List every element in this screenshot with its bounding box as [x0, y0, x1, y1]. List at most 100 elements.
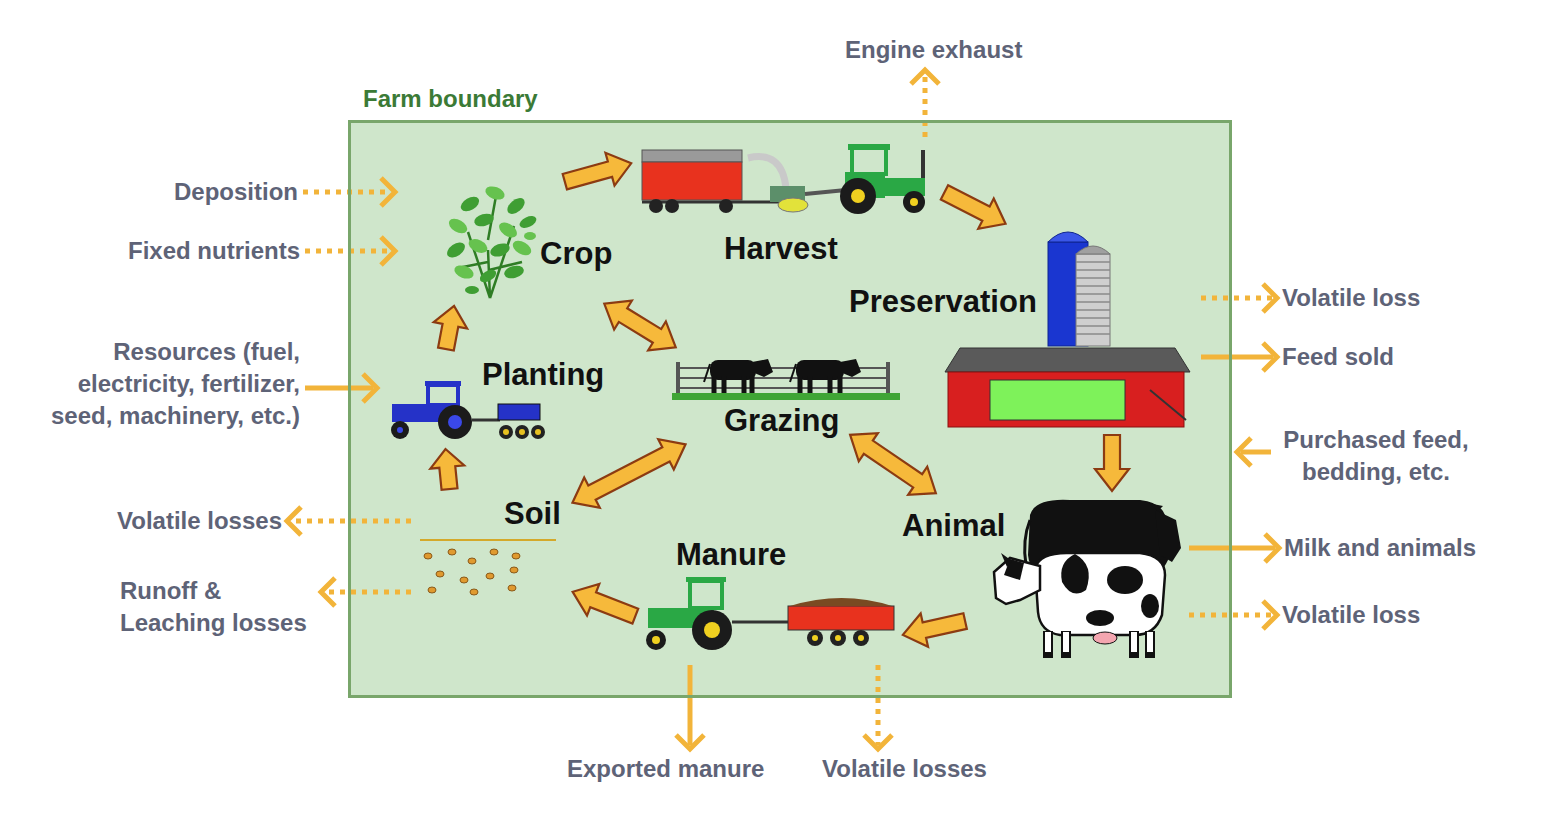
output-label: Exported manure	[567, 754, 764, 784]
output-label: Feed sold	[1282, 342, 1394, 372]
cow-body	[796, 360, 844, 380]
pasture	[672, 359, 900, 400]
wheel	[692, 610, 732, 650]
barn-roof	[945, 348, 1190, 372]
block-arrow	[563, 153, 631, 190]
block-arrow	[604, 301, 675, 351]
animal-stage-text: Animal	[902, 508, 1005, 544]
output-label-text: Volatile losses	[117, 506, 282, 536]
wheel-hub	[397, 427, 403, 433]
dotted-shaft	[876, 665, 881, 745]
flow-arrow	[1095, 435, 1129, 491]
hitch	[805, 190, 846, 194]
soil-particle	[470, 589, 478, 595]
wheel-hub	[858, 635, 864, 641]
barn-opening	[990, 380, 1125, 420]
block-arrow	[850, 433, 936, 495]
leaf	[496, 219, 519, 240]
manure-stage-text: Manure	[676, 537, 786, 573]
manure-load	[790, 598, 892, 606]
soil-particle	[424, 553, 432, 559]
holstein-head	[994, 558, 1040, 604]
exhaust-pipe	[921, 150, 925, 178]
input-label: Fixed nutrients	[128, 236, 300, 266]
crop-plant	[444, 184, 538, 298]
holstein-ear	[1001, 553, 1012, 567]
flow-arrow	[604, 301, 675, 351]
grey-silo	[1076, 254, 1110, 346]
block-arrow	[434, 306, 467, 351]
leaf	[466, 236, 489, 255]
dotted-shaft	[291, 519, 411, 524]
wheel	[903, 191, 925, 213]
holstein-legs-outline	[1048, 631, 1150, 658]
chevron-head	[864, 735, 892, 749]
wheel	[649, 199, 663, 213]
flow-arrow	[563, 153, 631, 190]
block-arrow	[1095, 435, 1129, 491]
input-label-text: Deposition	[174, 177, 298, 207]
holstein-legs	[1048, 632, 1150, 652]
soil-particle	[490, 549, 498, 555]
farm-ground	[348, 120, 1232, 698]
cow-body	[710, 360, 756, 380]
output-label-text: Runoff & Leaching losses	[120, 575, 316, 639]
barn-door	[1150, 390, 1186, 420]
wheel-hub	[851, 189, 865, 203]
block-arrow	[430, 449, 464, 490]
flow-arrow	[941, 185, 1006, 229]
cow-legs	[714, 376, 752, 393]
output-label-text: Feed sold	[1282, 342, 1394, 372]
flow-arrow	[572, 439, 685, 507]
grazing-stage-text: Grazing	[724, 403, 839, 439]
chopper-spout	[748, 157, 786, 188]
leaf	[503, 264, 525, 281]
transfer-arrow	[305, 374, 377, 402]
hitch	[472, 419, 500, 422]
cow-tail	[790, 364, 796, 382]
leaf	[446, 216, 469, 236]
input-label: Resources (fuel, electricity, fertilizer…	[36, 336, 300, 432]
input-label-text: Fixed nutrients	[128, 236, 300, 266]
dotted-shaft	[303, 190, 391, 195]
chevron-head	[1263, 284, 1277, 312]
leaf	[458, 194, 481, 214]
wheel	[807, 630, 823, 646]
wheel-hub	[812, 635, 818, 641]
black-cow-head	[1155, 510, 1181, 562]
transfer-arrow	[676, 665, 704, 749]
output-label-text: Milk and animals	[1284, 533, 1476, 563]
harvest-stage: Harvest	[636, 142, 940, 272]
crop-stage: Crop	[400, 183, 616, 301]
tractor-roof	[686, 577, 726, 582]
tractor-cab	[690, 581, 722, 608]
soil-stage-text: Soil	[504, 496, 561, 532]
soil-particle	[486, 573, 494, 579]
holstein-patch	[1086, 610, 1114, 626]
planting-stage-text: Planting	[482, 357, 604, 393]
leaf	[453, 263, 476, 281]
leaf	[504, 195, 527, 217]
chevron-head	[381, 178, 395, 206]
grazing-stage: Grazing	[668, 350, 846, 442]
black-cow-tail	[1025, 520, 1030, 565]
wheel-hub	[535, 429, 541, 435]
soil-particle	[512, 553, 520, 559]
output-label: Volatile losses	[822, 754, 987, 784]
holstein-body	[1035, 553, 1165, 635]
wheel	[515, 425, 529, 439]
wheel	[840, 178, 876, 214]
chevron-head	[676, 735, 704, 749]
cattle	[994, 500, 1181, 658]
preservation-stage: Preservation	[847, 226, 1196, 430]
manure-spreader	[646, 577, 894, 650]
cow-head	[840, 359, 861, 377]
leaf	[489, 241, 512, 259]
dotted-shaft	[923, 74, 928, 137]
flow-arrow	[850, 433, 936, 495]
silo-dome	[1048, 232, 1088, 242]
wheel-hub	[910, 198, 918, 206]
transfer-arrow	[911, 70, 939, 137]
soil-particle	[460, 577, 468, 583]
chevron-head	[1263, 343, 1277, 371]
